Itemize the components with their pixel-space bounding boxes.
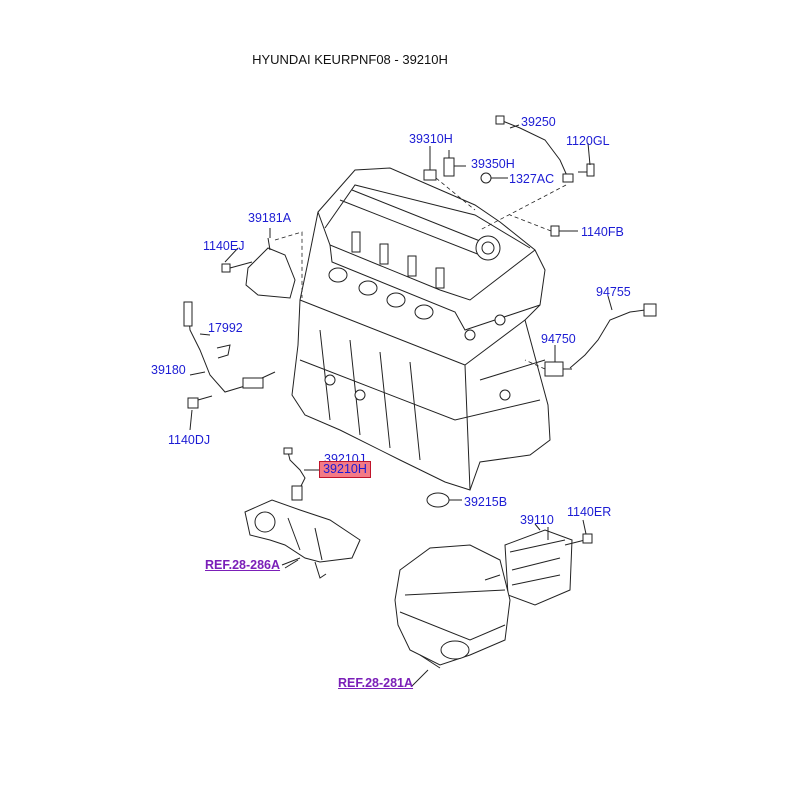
part-label-39110[interactable]: 39110	[520, 513, 554, 527]
page-title: HYUNDAI KEURPNF08 - 39210H	[252, 52, 448, 67]
heat-shield	[245, 247, 296, 299]
part-label-1120gl[interactable]: 1120GL	[566, 134, 610, 148]
part-label-1140ej[interactable]: 1140EJ	[203, 239, 245, 253]
cam-sensor	[423, 169, 437, 181]
part-label-39210h[interactable]: 39210H	[323, 462, 367, 476]
leader-lines	[189, 124, 613, 687]
part-label-1140fb[interactable]: 1140FB	[581, 225, 624, 239]
plug-39215b	[426, 492, 450, 508]
sensor-wire-94755	[569, 309, 646, 369]
part-label-94755[interactable]: 94755	[596, 285, 631, 299]
part-label-1327ac[interactable]: 1327AC	[509, 172, 555, 186]
highlighted-part-box[interactable]: 39210H	[319, 461, 371, 478]
ecu-39110	[504, 529, 573, 606]
ref-link-28-286a[interactable]: REF.28-286A	[205, 558, 281, 572]
engine-block	[291, 167, 551, 491]
part-label-39215b[interactable]: 39215B	[464, 495, 508, 509]
ref-link-28-281a[interactable]: REF.28-281A	[338, 676, 414, 690]
part-label-1140er[interactable]: 1140ER	[567, 505, 612, 519]
part-label-39350h[interactable]: 39350H	[471, 157, 515, 171]
sensor-wire-39210h	[287, 451, 306, 493]
part-label-1140dj[interactable]: 1140DJ	[168, 433, 211, 447]
part-label-39181a[interactable]: 39181A	[248, 211, 292, 225]
part-label-94750[interactable]: 94750	[541, 332, 576, 346]
catalytic-converter	[244, 499, 361, 563]
part-label-39180[interactable]: 39180	[151, 363, 186, 377]
sensor-wire-39250	[499, 119, 569, 179]
part-label-39250[interactable]: 39250	[521, 115, 556, 129]
part-label-39310h[interactable]: 39310H	[409, 132, 453, 146]
part-label-17992[interactable]: 17992	[208, 321, 243, 335]
